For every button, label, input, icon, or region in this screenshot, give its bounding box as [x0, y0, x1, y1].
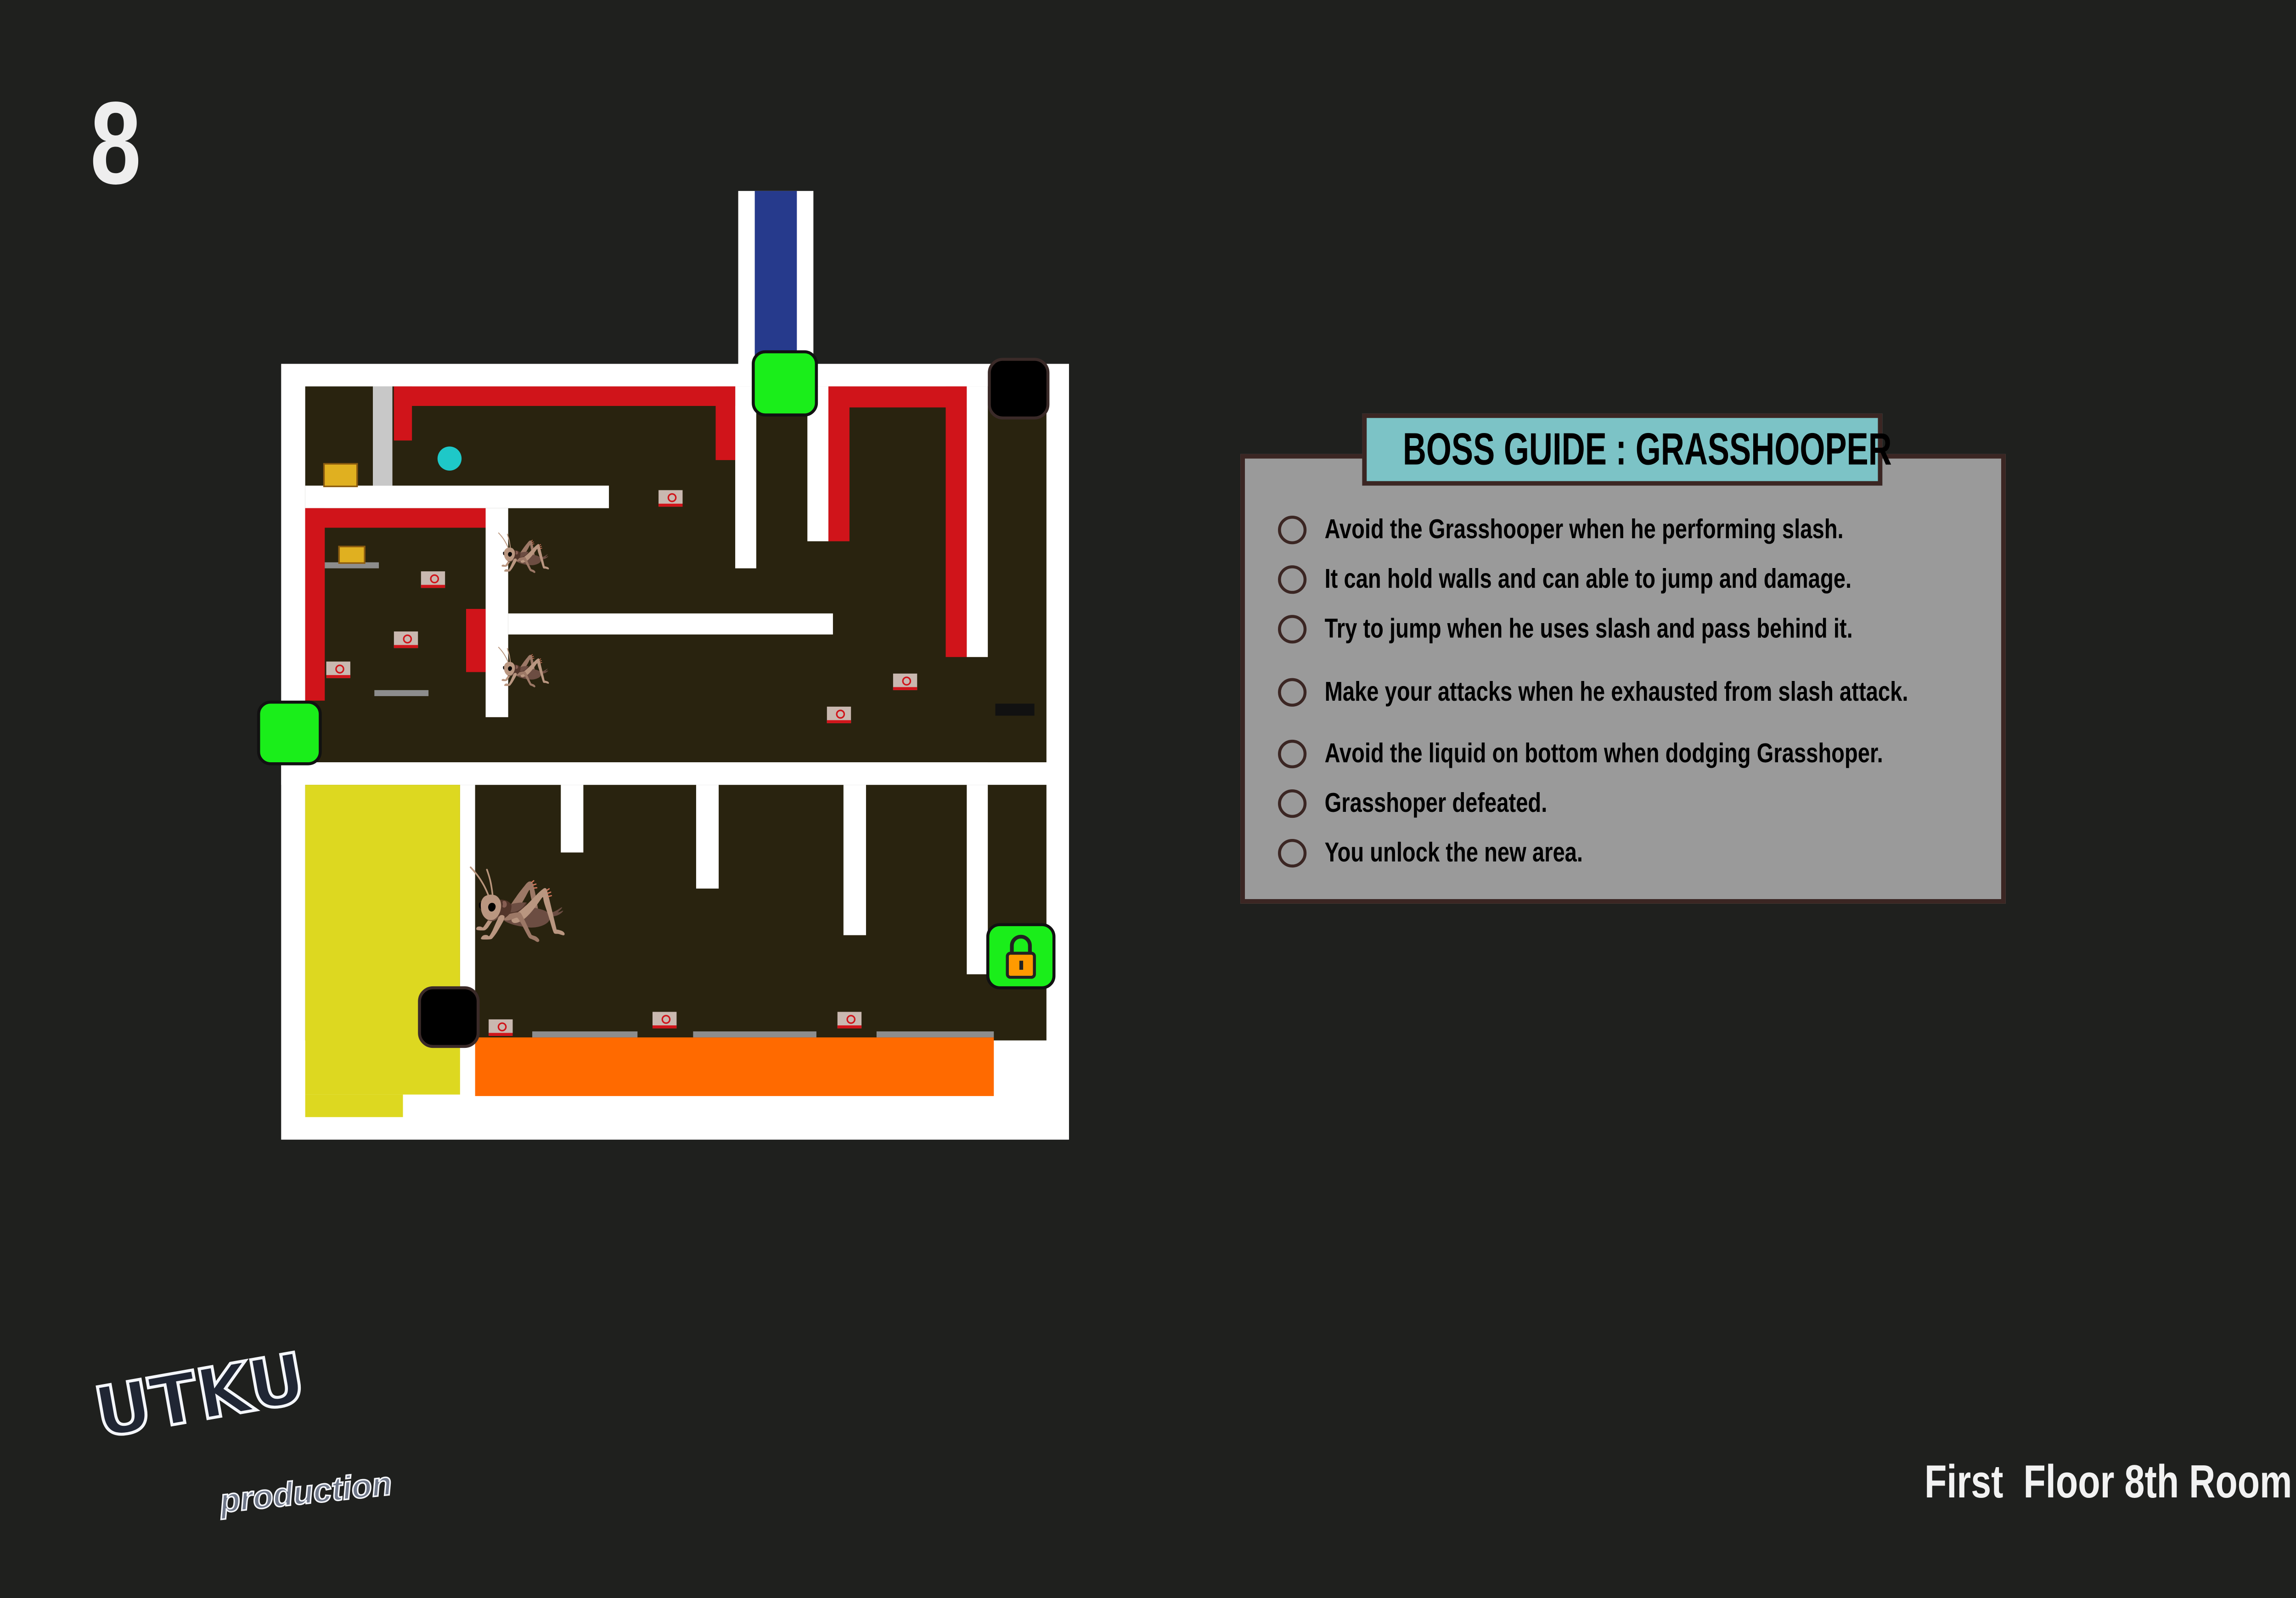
lock-icon — [1006, 934, 1036, 979]
checkbox-circle-icon[interactable] — [1278, 788, 1307, 817]
guide-item: You unlock the new area. — [1278, 834, 1985, 871]
checkbox-circle-icon[interactable] — [1278, 739, 1307, 768]
lava-pool — [475, 1037, 994, 1096]
drip-hazard — [995, 703, 1035, 716]
room-caption: First Floor 8th Room — [1924, 1455, 2292, 1508]
chest-icon — [323, 463, 358, 487]
checkbox-circle-icon[interactable] — [1278, 614, 1307, 643]
guide-item: Grasshoper defeated. — [1278, 785, 1985, 821]
checkbox-circle-icon[interactable] — [1278, 564, 1307, 593]
guide-item: Avoid the liquid on bottom when dodging … — [1278, 735, 1985, 771]
grasshopper-boss-icon: 🦗 — [466, 851, 571, 946]
pit-hole-top — [988, 358, 1050, 420]
checkbox-circle-icon[interactable] — [1278, 677, 1307, 706]
pit-hole-bottom — [418, 986, 480, 1048]
guide-item: Make your attacks when he exhausted from… — [1278, 657, 1985, 726]
boss-guide-title: BOSS GUIDE : GRASSHOOPER — [1362, 413, 1892, 486]
guide-item: Try to jump when he uses slash and pass … — [1278, 610, 1985, 647]
boss-guide-panel — [1240, 454, 2006, 904]
door-left[interactable] — [257, 700, 322, 765]
grasshopper-enemy-icon: 🦗 — [496, 640, 552, 690]
chest-icon — [338, 546, 366, 564]
locked-door[interactable] — [986, 923, 1056, 990]
save-orb-icon — [437, 446, 462, 471]
checkbox-circle-icon[interactable] — [1278, 515, 1307, 544]
grasshopper-enemy-icon: 🦗 — [496, 526, 552, 576]
checkbox-circle-icon[interactable] — [1278, 838, 1307, 867]
acid-pool — [305, 785, 460, 1095]
guide-item: It can hold walls and can able to jump a… — [1278, 561, 1985, 597]
water-shaft — [754, 191, 797, 371]
room-number: 8 — [90, 76, 141, 209]
guide-item: Avoid the Grasshooper when he performing… — [1278, 511, 1985, 547]
door-top[interactable] — [752, 350, 818, 416]
utku-production-logo: UTKU production — [87, 1336, 394, 1521]
